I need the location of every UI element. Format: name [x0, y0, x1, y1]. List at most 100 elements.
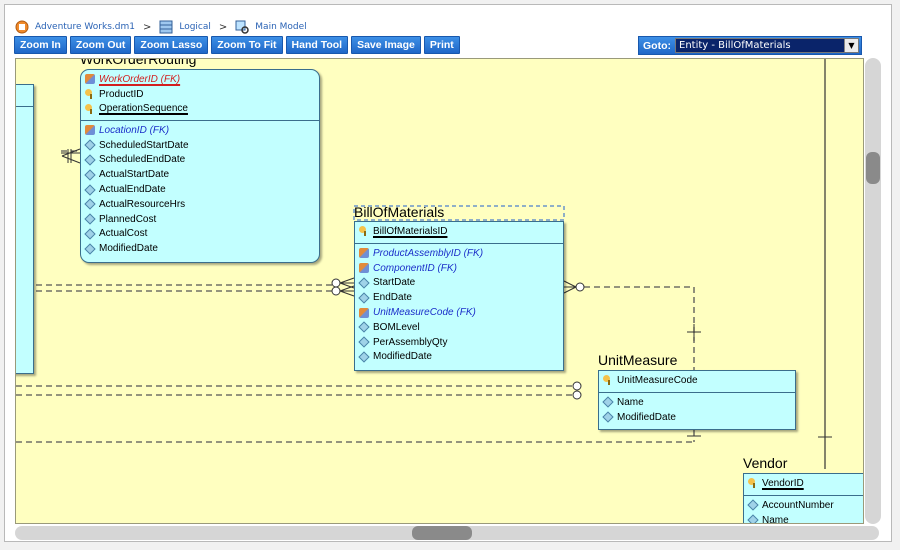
attribute-icon: [85, 140, 95, 150]
model-file-icon: [15, 20, 29, 34]
relationship-lines: [16, 59, 832, 469]
attribute-icon: [359, 278, 369, 288]
save-image-button[interactable]: Save Image: [351, 36, 421, 54]
goto-label: Goto:: [643, 39, 671, 52]
attribute-row[interactable]: ModifiedDate: [355, 350, 563, 365]
attribute-row[interactable]: ActualEndDate: [81, 182, 319, 197]
breadcrumb-item-model[interactable]: Adventure Works.dm1: [15, 20, 135, 34]
attribute-row[interactable]: ProductID: [81, 87, 319, 102]
entity-vendor[interactable]: VendorID AccountNumber Name: [743, 473, 863, 524]
horizontal-scrollbar[interactable]: [15, 526, 879, 540]
attribute-name: ScheduledStartDate: [99, 139, 189, 151]
attribute-row[interactable]: ProductAssemblyID (FK): [355, 246, 563, 261]
chevron-down-icon[interactable]: ▼: [844, 39, 858, 52]
zoom-to-fit-button[interactable]: Zoom To Fit: [211, 36, 283, 54]
zoom-in-button[interactable]: Zoom In: [14, 36, 67, 54]
attribute-row[interactable]: StartDate: [355, 276, 563, 291]
attribute-icon: [85, 155, 95, 165]
entity-partial-left[interactable]: [16, 84, 34, 374]
entity-title-billofmaterials: BillOfMaterials: [354, 204, 445, 220]
attribute-icon: [85, 214, 95, 224]
attribute-name: ProductAssemblyID (FK): [373, 247, 484, 259]
toolbar: Zoom In Zoom Out Zoom Lasso Zoom To Fit …: [14, 36, 460, 54]
entity-unitmeasure[interactable]: UnitMeasureCode Name ModifiedDate: [598, 370, 796, 430]
zoom-lasso-button[interactable]: Zoom Lasso: [134, 36, 209, 54]
attribute-name: ComponentID (FK): [373, 262, 457, 274]
diagram-canvas[interactable]: WorkOrderRouting WorkOrderID (FK) Produc…: [15, 58, 864, 524]
attribute-icon: [603, 412, 613, 422]
attribute-name: OperationSequence: [99, 103, 188, 115]
goto-select[interactable]: Entity - BillOfMaterials ▼: [675, 38, 859, 53]
hand-tool-button[interactable]: Hand Tool: [285, 36, 349, 54]
attribute-name: ProductID: [99, 88, 144, 100]
attribute-row[interactable]: BOMLevel: [355, 320, 563, 335]
zoom-out-button[interactable]: Zoom Out: [69, 36, 132, 54]
attribute-icon: [359, 337, 369, 347]
foreign-key-icon: [359, 248, 369, 259]
attribute-row[interactable]: UnitMeasureCode: [599, 373, 795, 388]
vertical-scrollbar[interactable]: [865, 58, 881, 524]
attribute-name: ModifiedDate: [373, 351, 432, 363]
goto-selected-value: Entity - BillOfMaterials: [679, 40, 791, 51]
attribute-row[interactable]: UnitMeasureCode (FK): [355, 305, 563, 320]
attribute-row[interactable]: BillOfMaterialsID: [355, 224, 563, 239]
attribute-name: StartDate: [373, 277, 416, 289]
breadcrumb-label-model: Adventure Works.dm1: [35, 22, 135, 32]
attribute-name: UnitMeasureCode (FK): [373, 307, 476, 319]
goto-control: Goto: Entity - BillOfMaterials ▼: [638, 36, 862, 55]
horizontal-scrollbar-thumb[interactable]: [412, 526, 472, 540]
attribute-icon: [748, 515, 758, 523]
attribute-row[interactable]: OperationSequence: [81, 102, 319, 117]
attribute-row[interactable]: ModifiedDate: [599, 410, 795, 425]
entity-title-unitmeasure: UnitMeasure: [598, 352, 678, 368]
attribute-row[interactable]: Name: [744, 513, 863, 524]
attribute-name: PlannedCost: [99, 213, 157, 225]
breadcrumb-item-main-model[interactable]: Main Model: [235, 20, 307, 34]
attribute-name: VendorID: [762, 477, 804, 489]
attribute-name: PerAssemblyQty: [373, 336, 448, 348]
attribute-icon: [85, 244, 95, 254]
attribute-name: ActualResourceHrs: [99, 198, 186, 210]
entity-title-workorderrouting: WorkOrderRouting: [80, 58, 197, 67]
entity-workorderrouting[interactable]: WorkOrderID (FK) ProductID OperationSequ…: [80, 69, 320, 263]
attribute-name: UnitMeasureCode: [617, 374, 698, 386]
print-button[interactable]: Print: [423, 36, 460, 54]
foreign-key-icon: [85, 74, 95, 85]
attribute-name: ActualEndDate: [99, 184, 166, 196]
attribute-row[interactable]: LocationID (FK): [81, 123, 319, 138]
logical-model-icon: [159, 20, 173, 34]
attribute-name: ActualCost: [99, 228, 148, 240]
attribute-row[interactable]: AccountNumber: [744, 498, 863, 513]
attribute-row[interactable]: EndDate: [355, 290, 563, 305]
primary-key-icon: [85, 103, 95, 114]
attribute-row[interactable]: ActualResourceHrs: [81, 197, 319, 212]
entity-billofmaterials[interactable]: BillOfMaterialsID ProductAssemblyID (FK)…: [354, 221, 564, 371]
attribute-row[interactable]: WorkOrderID (FK): [81, 72, 319, 87]
attribute-row[interactable]: VendorID: [744, 476, 863, 491]
attribute-name: ActualStartDate: [99, 169, 170, 181]
entity-title-vendor: Vendor: [743, 455, 788, 471]
attribute-name: ModifiedDate: [617, 411, 676, 423]
attribute-row[interactable]: ScheduledStartDate: [81, 138, 319, 153]
attribute-row[interactable]: ActualStartDate: [81, 167, 319, 182]
breadcrumb-item-logical[interactable]: Logical: [159, 20, 211, 34]
attribute-row[interactable]: ModifiedDate: [81, 241, 319, 256]
breadcrumb-label-main-model: Main Model: [255, 22, 307, 32]
attribute-row[interactable]: ScheduledEndDate: [81, 153, 319, 168]
attribute-name: Name: [762, 514, 789, 524]
foreign-key-icon: [85, 125, 95, 136]
attribute-row[interactable]: Name: [599, 395, 795, 410]
attribute-name: AccountNumber: [762, 499, 834, 511]
foreign-key-icon: [359, 307, 369, 318]
attribute-icon: [603, 397, 613, 407]
primary-key-icon: [359, 226, 369, 237]
attribute-row[interactable]: PlannedCost: [81, 212, 319, 227]
attribute-row[interactable]: ComponentID (FK): [355, 261, 563, 276]
attribute-name: Name: [617, 396, 644, 408]
primary-key-icon: [85, 89, 95, 100]
foreign-key-icon: [359, 263, 369, 274]
attribute-row[interactable]: ActualCost: [81, 227, 319, 242]
attribute-name: EndDate: [373, 292, 412, 304]
attribute-row[interactable]: PerAssemblyQty: [355, 335, 563, 350]
vertical-scrollbar-thumb[interactable]: [866, 152, 880, 184]
